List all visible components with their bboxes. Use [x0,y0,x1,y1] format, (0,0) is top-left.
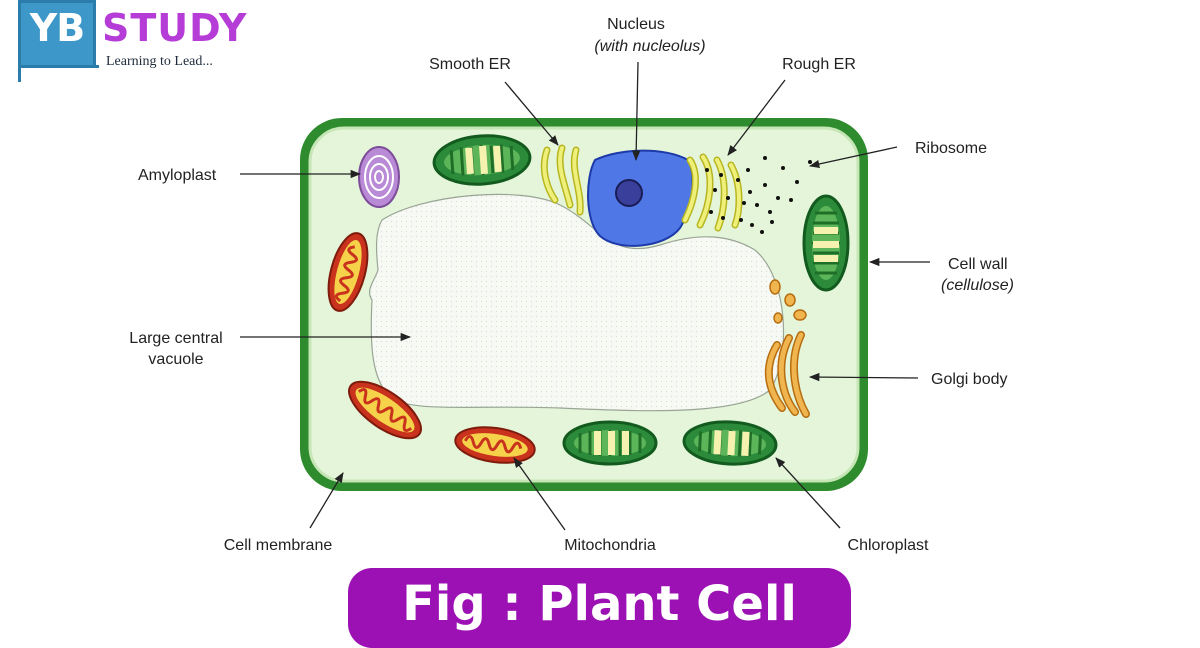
label-smooth-er: Smooth ER [429,56,511,73]
chloroplast [682,420,778,466]
chloroplast [562,420,658,466]
leader-rough-er [727,79,786,156]
leader-ribosome [808,146,898,169]
rough-er [681,153,752,232]
label-cell-wall: Cell wall [948,256,1008,273]
logo-mark: YB [29,6,85,50]
label-ribosome: Ribosome [915,140,987,157]
label-cell-membrane: Cell membrane [224,537,333,554]
leader-lines [240,61,930,531]
leader-cell-membrane [309,472,344,529]
ribosomes [750,156,812,234]
logo-tagline: Learning to Lead... [106,54,213,69]
label-nucleus: Nucleus [607,16,665,33]
figure-caption-banner: Fig : Plant Cell [348,568,851,648]
mitochondrion [454,426,536,464]
mitochondrion [348,380,422,440]
label-golgi-body: Golgi body [931,371,1008,388]
plant-cell-diagram: Nucleus (with nucleolus) Smooth ER Rough… [129,16,1014,554]
chloroplast [432,134,532,186]
label-vacuole-line1: Large central [129,330,222,347]
label-mitochondria: Mitochondria [564,537,656,554]
logo-book-icon [18,0,99,86]
leader-smooth-er [504,81,559,146]
label-cell-wall-sub: (cellulose) [941,277,1014,294]
mitochondrion [327,232,369,312]
amyloplast [358,146,400,208]
golgi-body [764,279,810,418]
leader-mitochondria [513,457,566,531]
large-central-vacuole [368,193,785,412]
nucleus [587,149,694,247]
leader-nucleus [632,61,641,162]
logo-book-pages [21,65,99,86]
label-chloroplast: Chloroplast [848,537,929,554]
yb-study-logo: YB STUDY Learning to Lead... [18,0,248,86]
logo-name: STUDY [102,6,248,50]
figure-caption: Fig : Plant Cell [402,576,797,632]
label-vacuole-line2: vacuole [148,351,203,368]
label-nucleus-sub: (with nucleolus) [594,38,705,55]
nucleolus [615,179,643,207]
leader-golgi [808,372,919,382]
chloroplast [802,194,850,292]
label-amyloplast: Amyloplast [138,167,217,184]
leader-chloroplast [775,457,841,529]
label-rough-er: Rough ER [782,56,856,73]
smooth-er [540,144,584,216]
